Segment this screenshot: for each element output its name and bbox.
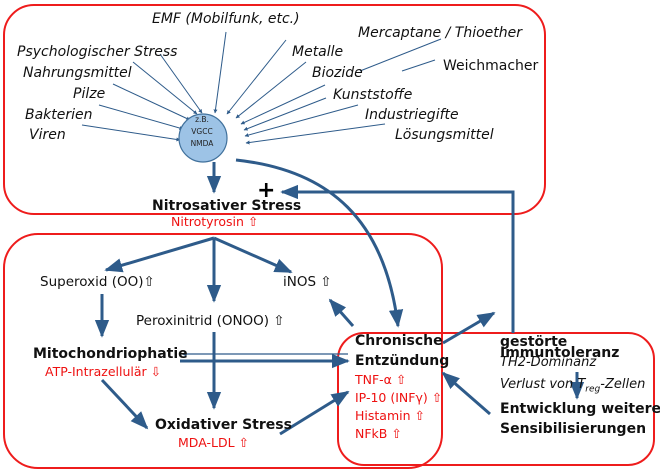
treg-prefix: Verlust von T [500,377,586,392]
inos-label: iNOS ⇧ [283,274,332,290]
arrow-pilze [112,83,191,121]
arrow-receptor-to-inflammation [235,158,404,328]
nitrosative-stress-title: Nitrosativer Stress [152,198,302,214]
inflammation-marker-ip10: IP-10 (INFγ) ⇧ [355,390,443,405]
arrow-biozide [235,61,307,119]
arrow-sensibilisierung-to-inflammation [441,371,491,416]
arrow-loesungsmittel [245,123,386,145]
receptor-node [178,113,228,163]
trigger-industriegifte: Industriegifte [365,107,459,123]
arrow-nitro-to-superoxid [104,236,215,273]
arrow-inflammation-to-inos [328,298,355,327]
arrow-inflammation-to-immune [442,311,496,345]
arrow-emf [213,31,227,114]
inflammation-marker-tnf: TNF-α ⇧ [355,372,407,387]
nitrosative-box [3,233,443,469]
mitochondriophatie-title: Mitochondriophatie [33,346,188,362]
arrow-mercaptane [359,38,442,72]
arrow-kunststoffe [240,84,326,125]
trigger-emf: EMF (Mobilfunk, etc.) [152,11,300,27]
mda-ldl-marker: MDA-LDL ⇧ [178,435,249,450]
inflammation-marker-histamin: Histamin ⇧ [355,408,425,423]
trigger-psychologischer-stress: Psychologischer Stress [17,44,178,60]
trigger-arrows [81,31,442,145]
immune-detail-th2: TH2-Dominanz [500,355,597,370]
triggers-box [3,4,546,215]
trigger-biozide: Biozide [312,65,363,81]
trigger-bakterien: Bakterien [25,107,93,123]
arrow-kunststoffe-2 [243,97,327,131]
arrow-mito-to-oxidative [100,378,149,430]
nitrotyrosin-marker: Nitrotyrosin ⇧ [171,214,259,229]
arrow-metalle [226,39,287,115]
receptor-line-3: NMDA [190,139,214,148]
trigger-metalle: Metalle [292,44,344,60]
inflammation-title-line-1: Chronische [355,333,443,349]
atp-marker: ATP-Intrazellulär ⇩ [45,364,162,379]
trigger-pilze: Pilze [73,86,106,102]
receptor-label: z.B. VGCC NMDA [179,114,225,150]
immune-title-line-1: gestörte [500,334,568,350]
arrow-weichmacher [401,59,436,72]
arrow-psych [159,53,203,114]
treg-suffix: -Zellen [600,377,646,392]
plus-sign: + [257,178,276,203]
arrow-immune-feedback [280,184,515,333]
immune-detail-treg: Verlust von Treg-Zellen [500,378,645,395]
trigger-kunststoffe: Kunststoffe [333,87,413,103]
trigger-viren: Viren [29,127,66,143]
trigger-weichmacher: Weichmacher [443,58,539,74]
arrow-oxidative-to-inflammation [279,390,350,436]
trigger-nahrungsmittel: Nahrungsmittel [23,65,132,81]
receptor-line-2: VGCC [191,127,213,136]
sensibilisierung-line-1: Entwicklung weiterer [500,401,660,417]
oxidative-stress-title: Oxidativer Stress [155,417,292,433]
trigger-loesungsmittel: Lösungsmittel [395,127,494,143]
receptor-line-1: z.B. [195,115,209,124]
sensibilisierung-line-2: Sensibilisierungen [500,421,647,437]
arrow-nahrung [132,61,198,115]
immune-title-line-2: Immuntoleranz [500,345,620,361]
arrow-industriegifte [244,104,359,137]
arrow-viren [81,124,181,142]
arrow-nitro-to-inos [213,236,293,274]
inflammation-title-line-2: Entzündung [355,353,450,369]
peroxinitrid-label: Peroxinitrid (ONOO) ⇧ [136,313,285,329]
treg-subscript: reg [585,384,601,395]
inflammation-marker-nfkb: NFkB ⇧ [355,426,402,441]
superoxid-label: Superoxid (OO)⇧ [40,274,155,290]
arrow-bakterien [98,104,184,130]
trigger-mercaptane: Mercaptane / Thioether [358,25,523,41]
